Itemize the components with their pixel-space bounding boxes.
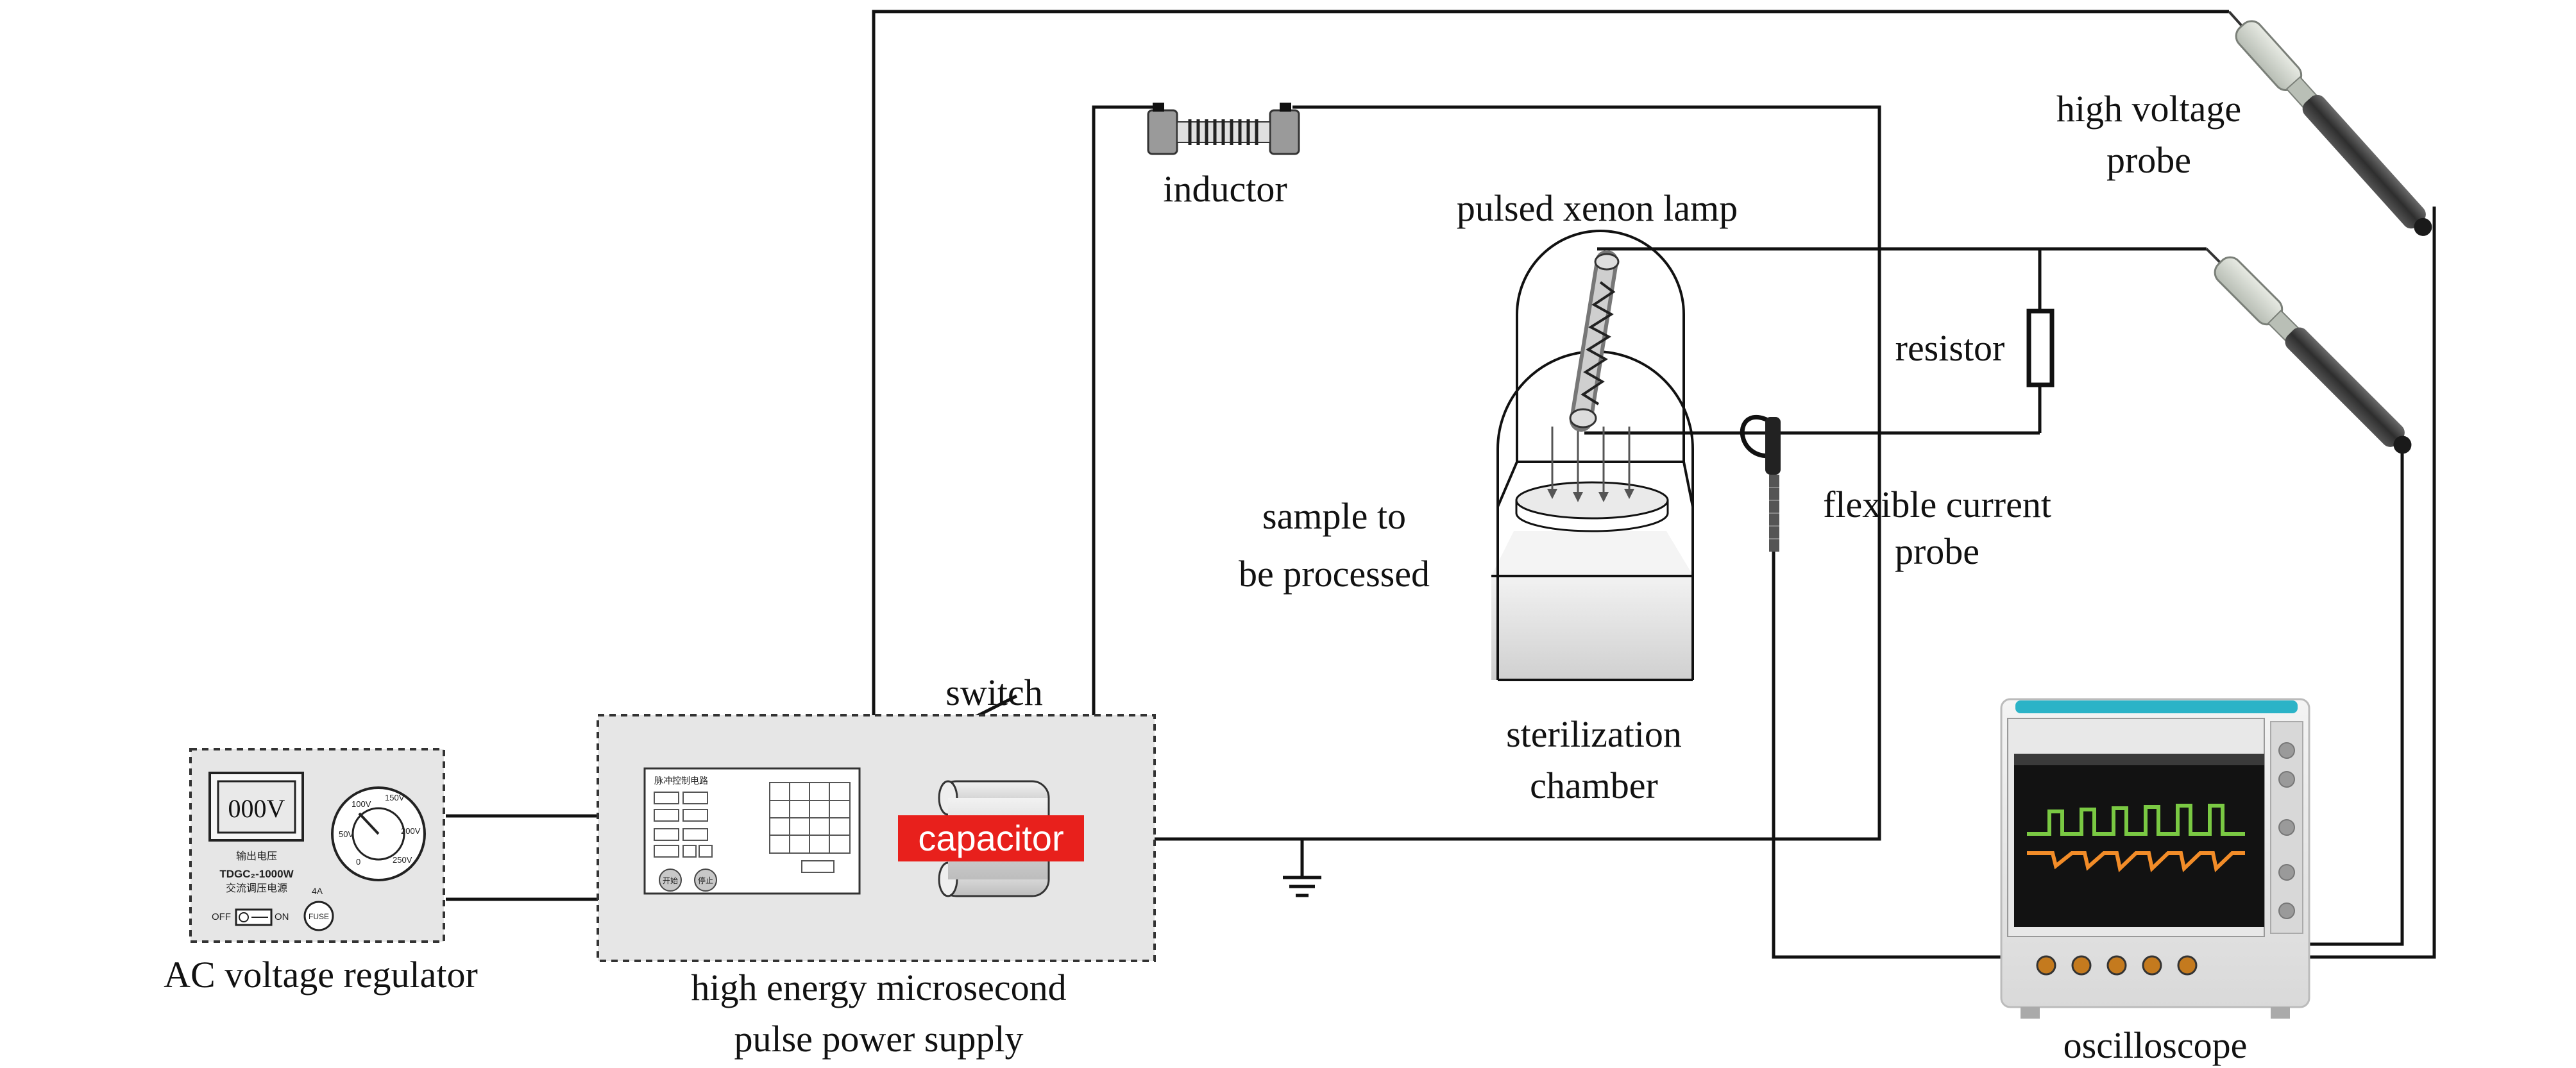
- high-voltage-probe-1: [2228, 10, 2432, 236]
- capacitor: [898, 780, 1084, 897]
- control-panel-title: 脉冲控制电路: [654, 776, 708, 786]
- channel-2-connector[interactable]: [2071, 955, 2092, 976]
- pulse-power-supply-label-line1: high energy microsecond: [691, 967, 1067, 1008]
- dial-mark-0: 0: [356, 857, 360, 867]
- start-button-label: 开始: [663, 876, 678, 885]
- channel-4-connector[interactable]: [2142, 955, 2162, 976]
- power-off-label: OFF: [212, 911, 231, 922]
- dial-mark-200: 200V: [401, 826, 421, 836]
- dial-mark-50: 50V: [339, 829, 353, 839]
- inductor: [1147, 103, 1300, 155]
- oscilloscope-screen: [2014, 754, 2264, 927]
- sample-label-line2: be processed: [1239, 553, 1430, 595]
- xenon-lamp: [1569, 250, 1620, 432]
- high-voltage-probe-2: [2205, 248, 2412, 454]
- ac-voltage-regulator-label: AC voltage regulator: [164, 954, 478, 996]
- hv-probe-label-line2: probe: [2106, 139, 2192, 181]
- sample-label-line1: sample to: [1262, 495, 1406, 537]
- dial-mark-100: 100V: [352, 799, 371, 809]
- channel-5-connector[interactable]: [2177, 955, 2198, 976]
- current-probe-label-line1: flexible current: [1823, 484, 2051, 525]
- sterilization-chamber-label-line2: chamber: [1530, 765, 1658, 806]
- stop-button[interactable]: [694, 869, 717, 892]
- inductor-label: inductor: [1163, 168, 1287, 210]
- ac-voltage-regulator: 000V 输出电压 TDGC₂-1000W 交流调压电源 0 50V 100V …: [189, 748, 445, 943]
- dial-mark-250: 250V: [393, 855, 412, 865]
- switch-label: switch: [945, 672, 1043, 713]
- pulse-power-supply: 脉冲控制电路 开始 停止: [597, 714, 1156, 962]
- channel-1-connector[interactable]: [2036, 955, 2056, 976]
- pulse-power-supply-label-line2: pulse power supply: [734, 1018, 1024, 1060]
- sterilization-chamber-label-line1: sterilization: [1506, 713, 1682, 755]
- dial-mark-150: 150V: [385, 793, 405, 802]
- fuse-label: FUSE: [309, 912, 329, 921]
- fuse-rating: 4A: [312, 886, 323, 896]
- hv-probe-label-line1: high voltage: [2056, 88, 2242, 130]
- capacitor-label: capacitor: [918, 818, 1064, 858]
- oscilloscope-label: oscilloscope: [2063, 1024, 2248, 1066]
- regulator-caption-model: TDGC₂-1000W: [219, 868, 294, 880]
- sterilization-chamber: [1491, 230, 1694, 681]
- xenon-lamp-label: pulsed xenon lamp: [1456, 187, 1738, 229]
- oscilloscope-traces: [2027, 804, 2245, 872]
- regulator-caption-name: 交流调压电源: [226, 883, 287, 894]
- regulator-display: 000V: [228, 794, 285, 823]
- resistor-label: resistor: [1895, 327, 2005, 369]
- oscilloscope: [2000, 698, 2310, 1019]
- current-probe-label-line2: probe: [1894, 530, 1980, 572]
- fuse-holder: [303, 901, 334, 931]
- channel-3-connector[interactable]: [2106, 955, 2127, 976]
- regulator-caption-output: 输出电压: [236, 851, 277, 862]
- start-button[interactable]: [659, 869, 682, 892]
- stop-button-label: 停止: [698, 876, 713, 885]
- resistor: [2026, 309, 2055, 387]
- power-on-label: ON: [275, 911, 289, 922]
- flexible-current-probe: [1740, 415, 1781, 552]
